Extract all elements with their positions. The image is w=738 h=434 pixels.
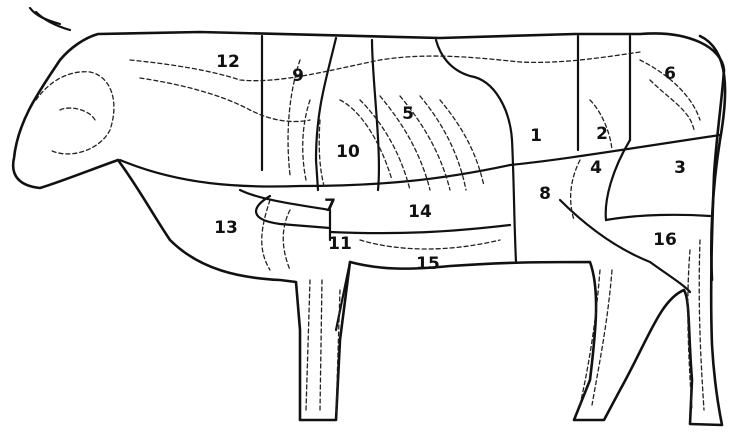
region-label-8: 8 <box>539 184 551 204</box>
region-label-6: 6 <box>664 64 676 84</box>
region-label-7: 7 <box>324 196 336 216</box>
region-label-4: 4 <box>590 158 602 178</box>
cut-line <box>330 225 510 233</box>
region-label-1: 1 <box>530 126 542 146</box>
skeleton-dashes <box>262 200 290 270</box>
skeleton-dashes <box>140 78 310 122</box>
region-label-9: 9 <box>292 66 304 86</box>
skeleton-dashes <box>306 280 340 415</box>
skeleton-dashes <box>360 240 500 249</box>
region-label-13: 13 <box>214 218 238 238</box>
skeleton-dashes <box>580 240 704 410</box>
region-label-10: 10 <box>336 142 360 162</box>
cut-line <box>240 190 330 240</box>
region-label-14: 14 <box>408 202 432 222</box>
skeleton-dashes <box>130 52 640 81</box>
region-label-15: 15 <box>416 254 440 274</box>
skeleton-dashes <box>36 72 114 154</box>
region-label-2: 2 <box>596 124 608 144</box>
cut-line <box>606 140 710 220</box>
cut-line <box>372 40 379 190</box>
cut-line <box>256 196 330 228</box>
horn <box>30 8 60 24</box>
region-label-5: 5 <box>402 104 414 124</box>
region-label-16: 16 <box>653 230 677 250</box>
cow-body-outline <box>13 32 724 425</box>
region-label-12: 12 <box>216 52 240 72</box>
cut-line <box>436 40 470 76</box>
region-label-11: 11 <box>328 234 352 254</box>
region-label-3: 3 <box>674 158 686 178</box>
cut-line <box>316 38 336 190</box>
